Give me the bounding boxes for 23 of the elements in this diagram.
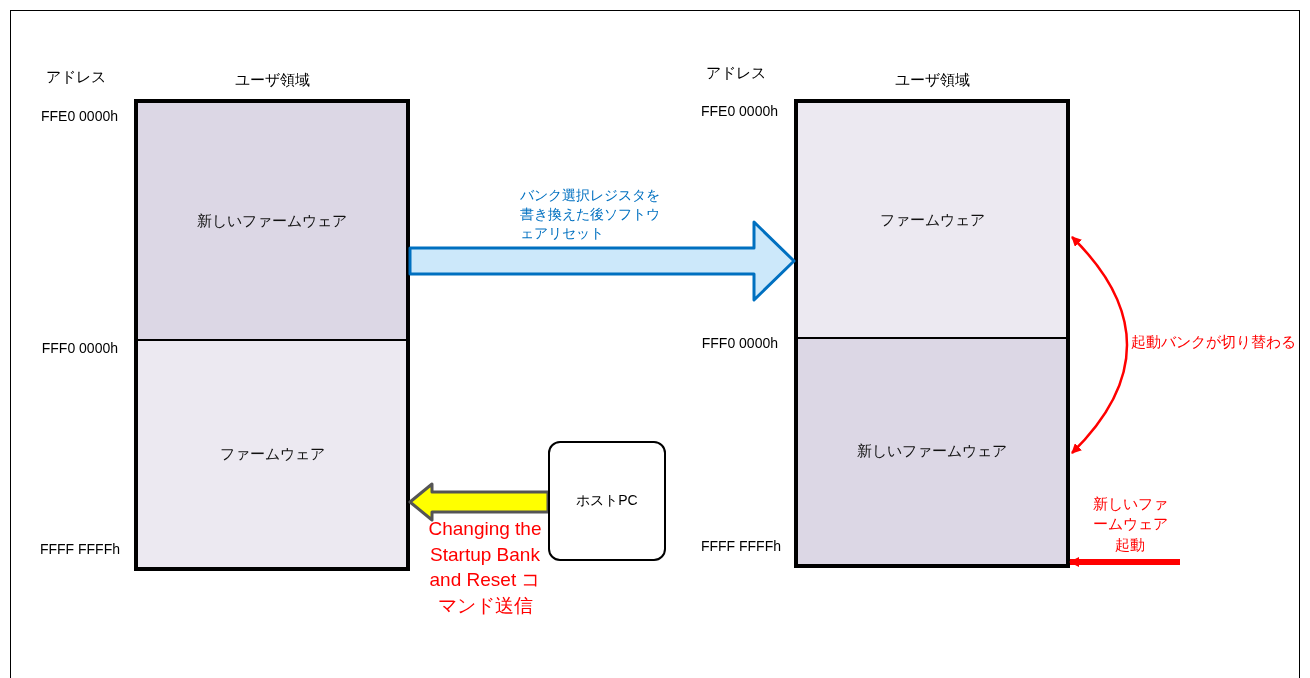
column-heading: ユーザ領域 xyxy=(233,71,311,90)
edge-label: 新しいファームウェア起動 xyxy=(1091,494,1169,555)
edge-label: Changing the Startup Bank and Reset コマンド送信 xyxy=(427,517,543,618)
edge-label: バンク選択レジスタを書き換えた後ソフトウェアリセット xyxy=(520,186,661,243)
host-pc-box: ホストPC xyxy=(548,441,666,561)
address-label: FFF0 0000h xyxy=(41,340,118,356)
block-arrow xyxy=(408,220,796,302)
memory-region: ファームウェア xyxy=(138,339,406,567)
memory-region: ファームウェア xyxy=(798,103,1066,337)
block-arrow xyxy=(408,482,550,522)
column-heading: ユーザ領域 xyxy=(893,71,971,90)
arrow xyxy=(1069,557,1180,567)
address-label: FFFF FFFFh xyxy=(700,538,781,554)
memory-region: 新しいファームウェア xyxy=(138,103,406,339)
address-label: FFFF FFFFh xyxy=(39,541,120,557)
curved-arrow xyxy=(1071,236,1129,454)
edge-label: 起動バンクが切り替わる xyxy=(1131,332,1297,352)
address-label: FFE0 0000h xyxy=(40,108,118,124)
column-heading: アドレス xyxy=(706,64,766,83)
memory-region: 新しいファームウェア xyxy=(798,337,1066,564)
column-heading: アドレス xyxy=(46,68,106,87)
address-label: FFE0 0000h xyxy=(700,103,778,119)
address-label: FFF0 0000h xyxy=(701,335,778,351)
